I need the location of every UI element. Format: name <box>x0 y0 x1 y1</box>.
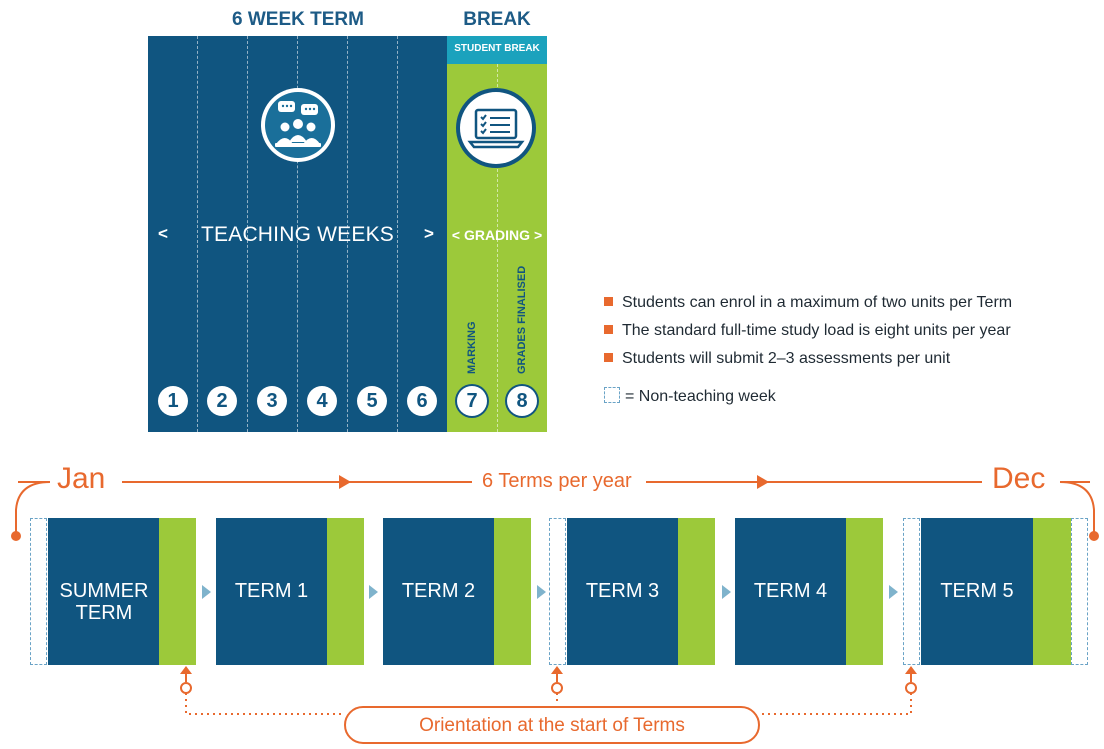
term-block-3: TERM 3 <box>567 518 715 665</box>
week-divider <box>247 36 248 432</box>
legend-item: Students will submit 2–3 assessments per… <box>604 350 950 368</box>
week-divider <box>397 36 398 432</box>
break-title: BREAK <box>463 9 531 30</box>
timeline-arrowhead <box>339 475 351 489</box>
week-number: 4 <box>307 386 337 416</box>
teaching-weeks-label: TEACHING WEEKS <box>201 223 394 246</box>
student-break-label: STUDENT BREAK <box>454 43 540 54</box>
week-divider <box>347 36 348 432</box>
term-connector-arrow <box>369 585 378 599</box>
teaching-left-chevron: < <box>158 224 169 243</box>
week-number: 3 <box>257 386 287 416</box>
non-teaching-week <box>1071 518 1088 665</box>
term-connector-arrow <box>202 585 211 599</box>
week-number: 2 <box>207 386 237 416</box>
timeline-arrowhead <box>757 475 769 489</box>
timeline-start: Jan <box>57 462 106 495</box>
week-number: 5 <box>357 386 387 416</box>
week-number: 1 <box>158 386 188 416</box>
laptop-checklist-icon <box>456 88 536 168</box>
timeline-middle: 6 Terms per year <box>482 470 632 492</box>
week-number: 8 <box>507 386 537 416</box>
legend-item: Students can enrol in a maximum of two u… <box>604 294 1012 312</box>
term-block-4: TERM 4 <box>735 518 883 665</box>
week-divider <box>197 36 198 432</box>
orientation-connectors <box>180 666 917 715</box>
timeline-line <box>18 481 50 483</box>
legend-non-teaching: = Non-teaching week <box>604 387 776 406</box>
grades-finalised-label: GRADES FINALISED <box>516 265 528 374</box>
term-block-summer: SUMMER TERM <box>48 518 196 665</box>
term-title: 6 WEEK TERM <box>232 9 364 30</box>
timeline-line <box>122 481 472 483</box>
term-connector-arrow <box>537 585 546 599</box>
grading-label: < GRADING > <box>451 227 543 243</box>
timeline-end-curves <box>11 481 1099 541</box>
term-block-1: TERM 1 <box>216 518 364 665</box>
dashed-box-icon <box>604 387 620 403</box>
legend-item: The standard full-time study load is eig… <box>604 322 1011 340</box>
term-block-2: TERM 2 <box>383 518 531 665</box>
week-number: 7 <box>457 386 487 416</box>
marking-label: MARKING <box>466 321 478 374</box>
orientation-pill <box>344 706 760 744</box>
orientation-label: Orientation at the start of Terms <box>419 715 685 736</box>
non-teaching-week <box>903 518 920 665</box>
non-teaching-week <box>30 518 47 665</box>
timeline-end: Dec <box>992 462 1046 495</box>
timeline-line <box>646 481 982 483</box>
week-divider <box>497 64 498 432</box>
student-break-bar <box>447 36 547 64</box>
term-connector-arrow <box>722 585 731 599</box>
group-discussion-icon <box>261 88 335 162</box>
week-number: 6 <box>407 386 437 416</box>
term-connector-arrow <box>889 585 898 599</box>
week-divider <box>297 36 298 432</box>
timeline-line <box>1060 481 1090 483</box>
non-teaching-week <box>549 518 566 665</box>
teaching-right-chevron: > <box>424 224 435 243</box>
term-block-5: TERM 5 <box>921 518 1071 665</box>
